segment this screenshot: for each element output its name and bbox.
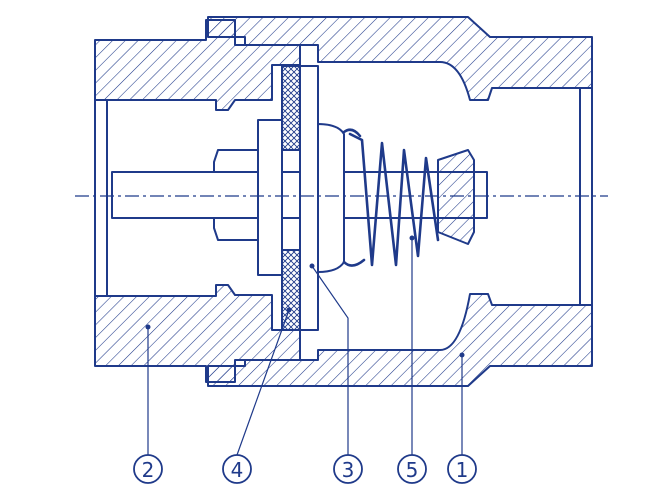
callout-2: 2 [133,454,163,484]
leader-3 [311,265,349,455]
valve-disc [299,65,319,331]
spring-end-coils [342,128,366,267]
leader-4 [236,309,290,456]
valve-body-top [207,16,593,101]
inlet-bore [94,99,108,297]
disc-retainer [257,119,283,276]
leader-5-dot [409,235,415,241]
callout-3-label: 3 [342,458,355,482]
leader-2-dot [145,324,151,330]
callout-2-label: 2 [142,458,155,482]
inlet-connector-top [94,19,301,111]
leader-1-dot [459,352,465,358]
seal-ring-bottom [281,249,301,331]
leader-4-dot [286,307,292,313]
inlet-connector-bottom [94,284,301,383]
callout-5-label: 5 [406,458,419,482]
callout-4: 4 [222,454,252,484]
callout-3: 3 [333,454,363,484]
seal-ring-top [281,65,301,151]
spring-seat-right [437,149,475,245]
disc-plate [317,123,345,273]
callout-4-label: 4 [231,458,244,482]
leader-3-dot [309,263,315,269]
spring [348,132,440,267]
callout-1: 1 [447,454,477,484]
callout-5: 5 [397,454,427,484]
callout-1-label: 1 [456,458,469,482]
